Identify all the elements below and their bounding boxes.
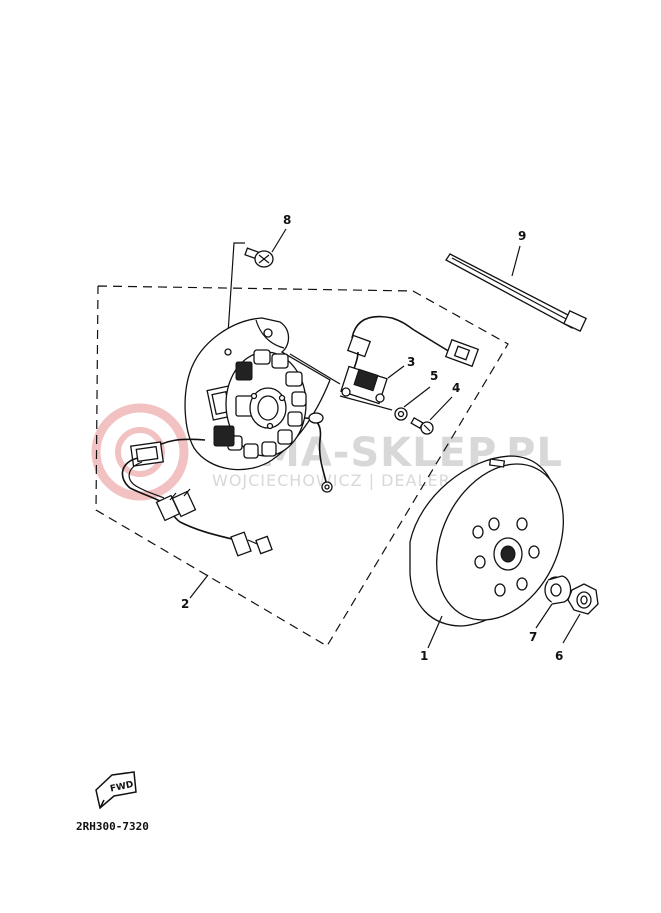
leader-5 [403,386,431,408]
guide-line-3 [289,353,341,385]
leader-6 [562,613,581,644]
leader-8 [271,228,287,253]
part-4-screw [410,417,434,435]
callout-5: 5 [430,369,438,383]
leader-4 [429,396,453,421]
part-8-screw [244,247,274,268]
callout-6: 6 [555,649,563,663]
leader-2 [189,574,209,599]
leader-7 [535,603,553,629]
fwd-arrow-icon: FWD [95,771,137,810]
callout-4: 4 [452,381,460,395]
part-6-nut [567,583,599,615]
guide-line-8 [225,242,245,365]
callout-8: 8 [283,213,291,227]
part-3-pulser-coil [339,315,480,411]
callout-3: 3 [407,355,415,369]
part-2-stator-assembly [121,317,333,557]
assembly-dashed-outline [95,285,509,647]
part-7-spacer [544,575,572,605]
part-1-rotor [409,455,564,627]
callout-7: 7 [529,630,537,644]
diagram-code: 2RH300-7320 [76,820,149,833]
part-9-cable-tie [445,253,587,333]
leader-9 [511,245,521,277]
callout-2: 2 [181,597,189,611]
callout-9: 9 [518,229,526,243]
fwd-label: FWD [109,780,134,795]
callout-1: 1 [420,649,428,663]
part-5-washer [394,407,408,421]
leader-3 [387,365,405,379]
leader-1 [427,615,443,649]
